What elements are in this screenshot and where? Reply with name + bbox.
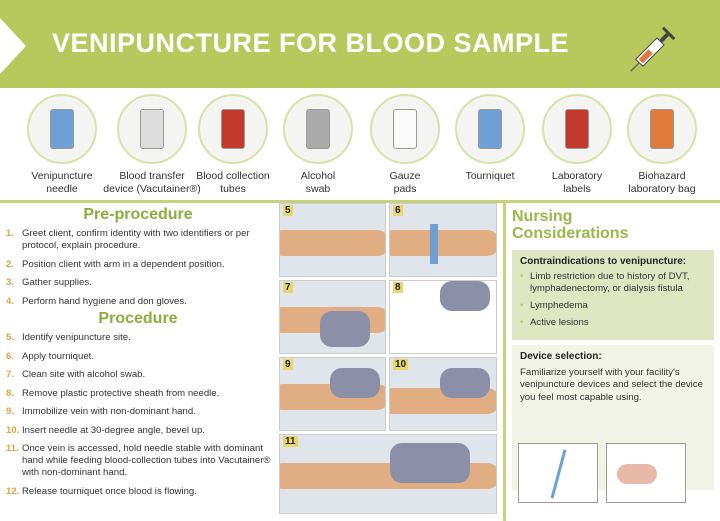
step-number: 4. (6, 295, 15, 307)
step-text: Immobilize vein with non-dominant hand. (22, 406, 196, 417)
page-title: VENIPUNCTURE FOR BLOOD SAMPLE (52, 28, 570, 58)
step-text: Perform hand hygiene and don gloves. (22, 295, 187, 307)
device-selection-title: Device selection: (520, 351, 602, 362)
procedure-list: 5. Identify venipuncture site. 6. Apply tou… (0, 332, 276, 498)
device-selection-text: Familiarize yourself with your facility'… (520, 366, 703, 403)
syringe-icon (630, 26, 676, 72)
device-image-butterfly (606, 443, 686, 503)
step-number: 5. (6, 332, 15, 343)
step-text: Clean site with alcohol swab. (22, 369, 146, 380)
step-number: 9. (6, 406, 15, 417)
step-number: 8. (6, 387, 15, 399)
step-number: 11. (6, 443, 19, 454)
step-item: 1. Greet client, confirm identity with tw… (0, 228, 276, 252)
step-item: 3. Gather supplies. (0, 277, 276, 289)
device-image-needle (518, 443, 598, 503)
step-item: 8. Remove plastic protective sheath from … (0, 388, 276, 400)
step-item: 10.Insert needle at 30-degree angle, bev… (0, 425, 276, 437)
supply-image (198, 94, 268, 164)
photo-step-11: 11 (279, 434, 497, 514)
step-number: 10. (6, 424, 20, 436)
step-text: Apply tourniquet. (22, 350, 94, 362)
step-item: 4. Perform hand hygiene and don gloves. (0, 296, 276, 308)
supply-item: Tourniquet (440, 94, 540, 183)
step-text: Greet client, confirm identity with two … (22, 228, 250, 251)
step-number: 7. (6, 369, 15, 380)
step-text: Once vein is accessed, hold needle stabl… (22, 443, 271, 478)
step-item: 11.Once vein is accessed, hold needle st… (0, 443, 276, 479)
step-text: Insert needle at 30-degree angle, bevel … (22, 424, 205, 436)
pre-procedure-list: 1. Greet client, confirm identity with tw… (0, 228, 276, 308)
device-selection-box: Device selection: Familiarize yourself w… (512, 345, 714, 503)
photo-step-10: 10 (389, 357, 497, 431)
step-text: Position client with arm in a dependent … (22, 258, 225, 270)
header-banner: VENIPUNCTURE FOR BLOOD SAMPLE (0, 0, 720, 88)
procedure-steps: Pre-procedure 1. Greet client, confirm id… (0, 204, 276, 504)
step-text: Gather supplies. (22, 277, 92, 288)
contraindication-item: Active lesions (520, 317, 706, 329)
procedure-heading: Procedure (98, 310, 178, 327)
photo-step-8: 8 (389, 280, 497, 354)
step-number: 1. (6, 228, 15, 239)
step-text: Remove plastic protective sheath from ne… (22, 387, 220, 399)
step-number: 6. (6, 350, 15, 362)
supply-image (627, 94, 697, 164)
step-item: 9. Immobilize vein with non-dominant hand… (0, 406, 276, 418)
section-divider (0, 200, 720, 203)
step-item: 7. Clean site with alcohol swab. (0, 369, 276, 381)
step-text: Identify venipuncture site. (22, 332, 131, 343)
step-number: 2. (6, 258, 15, 270)
supply-image (542, 94, 612, 164)
supply-image (117, 94, 187, 164)
supply-image (27, 94, 97, 164)
photo-step-6: 6 (389, 203, 497, 277)
photo-step-7: 7 (279, 280, 386, 354)
banner-notch (0, 18, 26, 74)
step-text: Release tourniquet once blood is flowing… (22, 485, 197, 497)
step-number: 3. (6, 277, 15, 288)
contraindications-title: Contraindications to venipuncture: (520, 256, 687, 267)
photo-step-9: 9 (279, 357, 386, 431)
step-item: 2. Position client with arm in a dependen… (0, 259, 276, 271)
step-item: 12.Release tourniquet once blood is flow… (0, 486, 276, 498)
photo-step-5: 5 (279, 203, 386, 277)
contraindications-box: Contraindications to venipuncture: Limb … (512, 250, 714, 340)
step-item: 5. Identify venipuncture site. (0, 332, 276, 344)
supply-image (370, 94, 440, 164)
pre-procedure-heading: Pre-procedure (83, 206, 193, 223)
supply-label: Tourniquet (465, 170, 515, 182)
supply-image (283, 94, 353, 164)
contraindication-item: Limb restriction due to history of DVT, … (520, 271, 706, 295)
step-item: 6. Apply tourniquet. (0, 351, 276, 363)
step-number: 12. (6, 485, 20, 497)
supply-image (455, 94, 525, 164)
contraindication-item: Lymphedema (520, 300, 706, 312)
